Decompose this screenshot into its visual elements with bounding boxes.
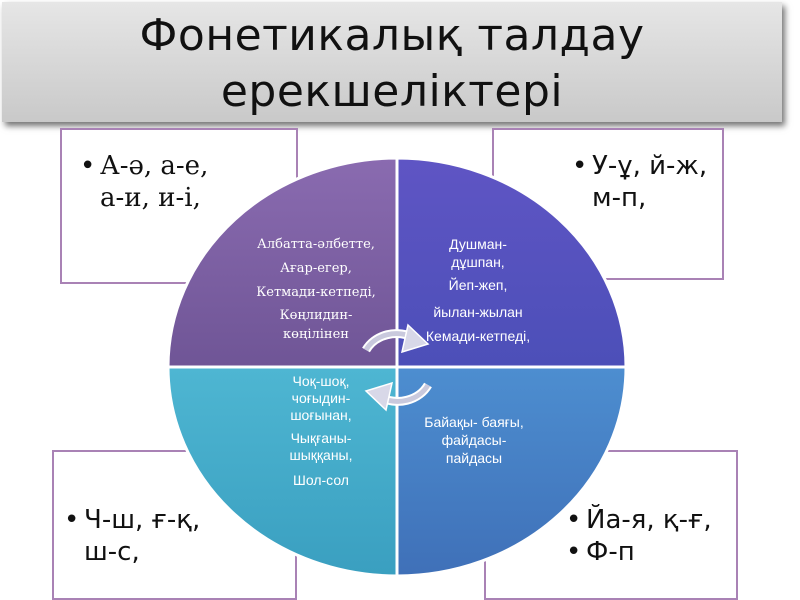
box-top-left-item: А-ә, а-е, а-и, и-і, — [80, 150, 296, 214]
quadrant-bottom-right-shape — [395, 365, 628, 578]
title-line-2: ерекшеліктері — [220, 66, 564, 117]
quadrant-top-left-line: Көңлидин- — [279, 308, 353, 323]
quadrant-bottom-left-shape — [166, 365, 399, 578]
quadrant-top-left-line: көңілінен — [283, 327, 349, 342]
slide-title: Фонетикалық талдау ерекшеліктері — [2, 8, 782, 120]
quadrant-top-right-text: Душман- дұшпан, Йеп-жеп, йылан-жылан Кем… — [398, 235, 558, 348]
quadrant-top-left-shape — [166, 156, 399, 369]
quadrant-top-left-line: Ағар-егер, — [280, 261, 352, 276]
quadrant-bottom-left-text: Чоқ-шоқ, чоғыдин- шоғынан, Чықғаны- шыққ… — [246, 373, 396, 489]
quadrant-top-left-text: Албатта-әлбетте, Ағар-егер, Кетмади-кетп… — [236, 233, 396, 343]
cycle-arrows-icon — [362, 323, 432, 412]
quadrant-top-right-shape — [395, 156, 628, 369]
quadrant-bottom-right-line: Байақы- баяғы, — [424, 414, 524, 430]
quadrant-top-left-line: Кетмади-кетпеді, — [256, 285, 376, 300]
quadrant-bottom-right-line: пайдасы — [445, 450, 503, 466]
quadrant-top-right-line: йылан-жылан — [433, 304, 523, 320]
box-bottom-left-line-1: Ч-ш, ғ-қ, — [84, 505, 201, 535]
box-top-left-line-2: а-и, и-і, — [100, 183, 201, 213]
quadrant-bottom-right-text: Байақы- баяғы, файдасы- пайдасы — [404, 413, 544, 467]
title-line-1: Фонетикалық талдау — [139, 10, 645, 61]
box-bottom-right-item-1: Йа-я, қ-ғ, — [566, 504, 736, 536]
box-bottom-right-item-2: Ф-п — [566, 536, 736, 568]
box-top-left-line-1: А-ә, а-е, — [100, 151, 209, 181]
quadrant-bottom-left-line: Шол-сол — [293, 472, 349, 488]
quadrant-bottom-left-line: Чықғаны- — [290, 430, 352, 446]
box-top-right-item: У-ұ, й-ж, м-п, — [572, 150, 722, 214]
quadrant-top-right-line: Йеп-жеп, — [448, 277, 508, 293]
quadrant-bottom-left-line: шыққаны, — [289, 447, 353, 463]
box-top-right-line-1: У-ұ, й-ж, — [592, 151, 708, 181]
quadrant-bottom-right-line: файдасы- — [441, 432, 507, 448]
quadrant-bottom-left-line: чоғыдин- — [291, 390, 351, 406]
quadrant-top-right-line: Душман- — [449, 236, 507, 252]
quadrant-bottom-left-line: шоғынан, — [290, 407, 352, 423]
quadrant-top-left-line: Албатта-әлбетте, — [257, 237, 375, 252]
quadrant-top-right-line: дұшпан, — [451, 254, 505, 270]
box-top-right-line-2: м-п, — [592, 183, 647, 213]
box-bottom-left-item: Ч-ш, ғ-қ, ш-с, — [64, 504, 295, 568]
box-bottom-left-line-2: ш-с, — [84, 537, 140, 567]
quadrant-top-right-line: Кемади-кетпеді, — [425, 328, 531, 344]
title-banner: Фонетикалық талдау ерекшеліктері — [2, 2, 782, 122]
quadrant-bottom-left-line: Чоқ-шоқ, — [292, 373, 350, 389]
